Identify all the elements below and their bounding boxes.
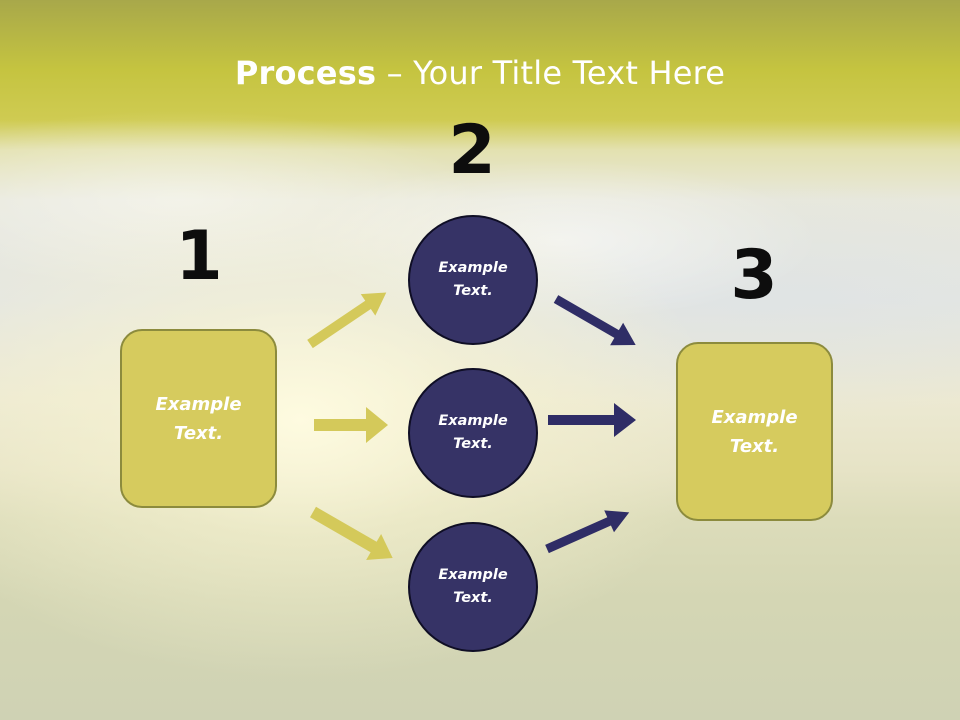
yellow-arrows: [307, 292, 393, 560]
step-3-text: Example Text.: [711, 406, 798, 457]
step-1-text: Example Text.: [155, 393, 242, 444]
step-number-1: 1: [175, 217, 223, 296]
middle-circle-center-text: Example Text.: [438, 413, 508, 452]
middle-circle-top-text: Example Text.: [438, 260, 508, 299]
middle-circle-bottom: Example Text.: [408, 522, 538, 652]
arrow-up-right-icon: [307, 292, 387, 349]
arrow-down-right-icon: [553, 295, 636, 346]
step-number-2: 2: [448, 111, 496, 190]
step-3-box: Example Text.: [676, 342, 833, 521]
arrow-right-icon: [314, 407, 388, 443]
middle-circle-bottom-text: Example Text.: [438, 567, 508, 606]
navy-arrows: [545, 295, 636, 554]
slide-title: Process – Your Title Text Here: [0, 54, 960, 92]
arrow-right-icon: [548, 403, 636, 437]
title-bold: Process: [234, 54, 377, 92]
middle-circle-center: Example Text.: [408, 368, 538, 498]
arrow-up-right-icon: [545, 510, 630, 554]
title-rest: – Your Title Text Here: [376, 54, 726, 92]
step-1-box: Example Text.: [120, 329, 277, 508]
step-number-3: 3: [730, 236, 778, 315]
middle-circle-top: Example Text.: [408, 215, 538, 345]
arrow-down-right-icon: [310, 506, 393, 560]
